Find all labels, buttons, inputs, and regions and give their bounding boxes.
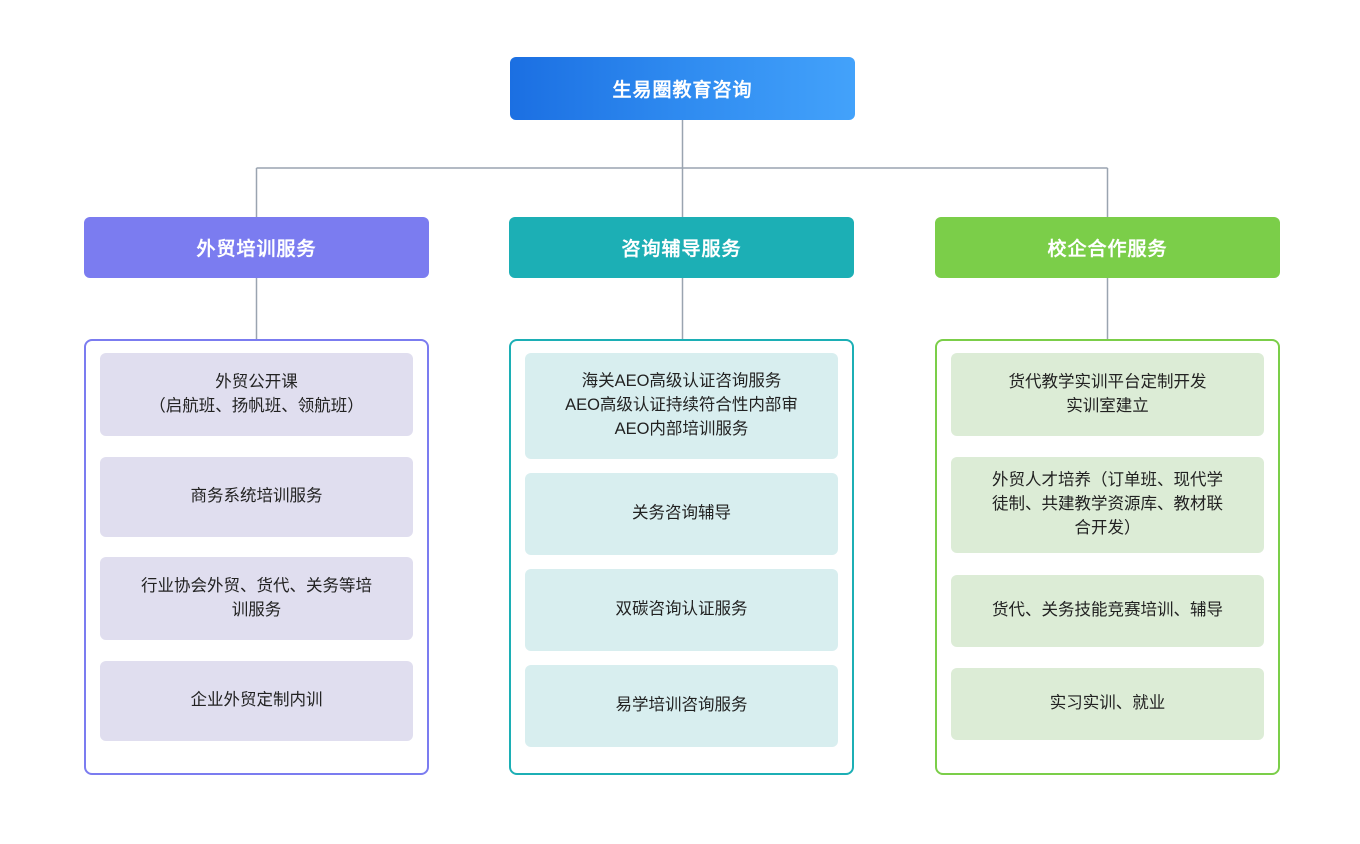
spacer (951, 647, 1264, 668)
category-header-label: 咨询辅导服务 (621, 239, 742, 260)
column-container-zixun-fudao: 海关AEO高级认证咨询服务 AEO高级认证持续符合性内部审 AEO内部培训服务 … (509, 339, 854, 775)
category-header-label: 校企合作服务 (1047, 239, 1168, 260)
list-item[interactable]: 海关AEO高级认证咨询服务 AEO高级认证持续符合性内部审 AEO内部培训服务 (525, 353, 838, 459)
category-header-label: 外贸培训服务 (196, 239, 317, 260)
spacer (951, 553, 1264, 574)
spacer (951, 436, 1264, 457)
spacer (100, 537, 413, 558)
category-header-zixun-fudao[interactable]: 咨询辅导服务 (509, 217, 854, 278)
list-item[interactable]: 商务系统培训服务 (100, 456, 413, 537)
list-item[interactable]: 货代、关务技能竞赛培训、辅导 (951, 574, 1264, 647)
column-container-xiaoqi-hezuo: 货代教学实训平台定制开发 实训室建立 外贸人才培养（订单班、现代学 徒制、共建教… (935, 339, 1280, 775)
list-item[interactable]: 实习实训、就业 (951, 667, 1264, 740)
category-header-waimao-peixun[interactable]: 外贸培训服务 (84, 217, 429, 278)
root-node-label: 生易圈教育咨询 (612, 80, 753, 101)
root-node[interactable]: 生易圈教育咨询 (510, 57, 855, 120)
list-item[interactable]: 外贸公开课 （启航班、扬帆班、领航班） (100, 353, 413, 436)
list-item[interactable]: 双碳咨询认证服务 (525, 569, 838, 651)
list-item[interactable]: 企业外贸定制内训 (100, 660, 413, 741)
column-container-waimao-peixun: 外贸公开课 （启航班、扬帆班、领航班） 商务系统培训服务 行业协会外贸、货代、关… (84, 339, 429, 775)
spacer (525, 651, 838, 665)
spacer (525, 555, 838, 569)
list-item[interactable]: 行业协会外贸、货代、关务等培 训服务 (100, 557, 413, 640)
list-item[interactable]: 关务咨询辅导 (525, 473, 838, 555)
spacer (525, 459, 838, 473)
spacer (100, 640, 413, 661)
list-item[interactable]: 货代教学实训平台定制开发 实训室建立 (951, 353, 1264, 436)
category-header-xiaoqi-hezuo[interactable]: 校企合作服务 (935, 217, 1280, 278)
list-item[interactable]: 易学培训咨询服务 (525, 665, 838, 747)
spacer (100, 741, 413, 762)
spacer (951, 740, 1264, 761)
list-item[interactable]: 外贸人才培养（订单班、现代学 徒制、共建教学资源库、教材联 合开发） (951, 457, 1264, 554)
spacer (525, 747, 838, 761)
spacer (100, 436, 413, 457)
